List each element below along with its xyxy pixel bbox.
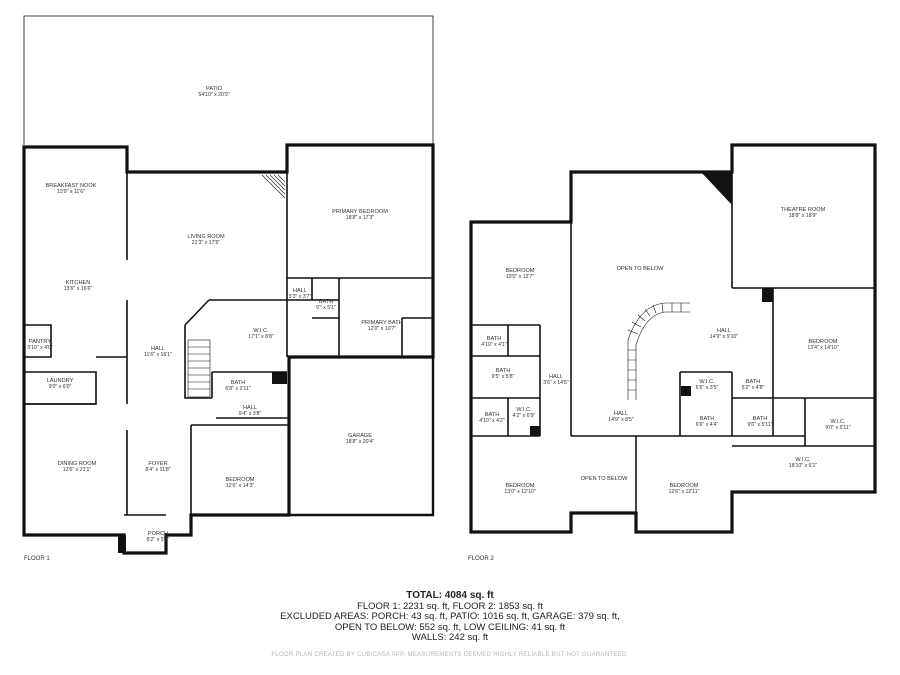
room-dims: 6'6" x 4'4" bbox=[696, 422, 719, 428]
room-dims: 13'4" x 14'10" bbox=[807, 345, 838, 351]
room-dims: 8'4" x 11'8" bbox=[145, 467, 170, 473]
room-dims: 9'5" x 5'8" bbox=[492, 374, 515, 380]
room-name: BATH bbox=[487, 336, 502, 342]
room-name: FOYER bbox=[148, 461, 167, 467]
floor-1-stairs bbox=[187, 174, 286, 398]
open-to-below-areas: OPEN TO BELOW: 552 sq. ft, LOW CEILING: … bbox=[334, 621, 566, 633]
room-name: HALL bbox=[614, 411, 628, 417]
floor-1-label: FLOOR 1 bbox=[24, 556, 50, 562]
room-dims: 13'0" x 13'7" bbox=[506, 274, 535, 280]
room-name: BATH bbox=[753, 416, 768, 422]
room-dims: 13'0" x 12'10" bbox=[504, 489, 535, 495]
floor-1-plan bbox=[22, 15, 435, 555]
room-dims: 9'0" x 6'0" bbox=[49, 384, 72, 390]
room-name: BEDROOM bbox=[226, 477, 255, 483]
room-dims: 13'6" x 16'6" bbox=[64, 286, 93, 292]
room-name: BATH bbox=[231, 380, 246, 386]
room-name: KITCHEN bbox=[66, 280, 91, 286]
room-dims: 3'3" x 3'7" bbox=[289, 294, 312, 300]
room-dims: 12'6" x 12'11" bbox=[669, 489, 700, 495]
room-dims: 4'2" x 6'9" bbox=[513, 413, 536, 419]
room-dims: 3'6" x 14'5" bbox=[543, 380, 569, 386]
floor-2-plan bbox=[469, 143, 877, 534]
room-dims: 21'3" x 17'5" bbox=[192, 240, 221, 246]
floor-1-room-labels: PATIO 54'10" x 20'9" BREAKFAST NOOK 13'9… bbox=[24, 86, 403, 562]
room-dims: 9'6" x 5'11" bbox=[747, 422, 772, 428]
room-name: OPEN TO BELOW bbox=[581, 476, 628, 482]
room-dims: 3'10" x 4'0" bbox=[27, 345, 53, 351]
room-dims: 6'6" x 3'5" bbox=[696, 385, 719, 391]
room-name: HALL bbox=[243, 405, 257, 411]
room-dims: 9'" x 5'1" bbox=[316, 305, 336, 311]
excluded-areas: EXCLUDED AREAS: PORCH: 43 sq. ft, PATIO:… bbox=[280, 611, 620, 623]
room-dims: 5'2" x 4'8" bbox=[742, 385, 765, 391]
room-name: BATH bbox=[700, 416, 715, 422]
room-name: W.I.C. bbox=[699, 379, 715, 385]
room-dims: 13'9" x 11'6" bbox=[57, 189, 85, 195]
walls-area: WALLS: 242 sq. ft bbox=[411, 632, 489, 644]
room-dims: 12'0" x 10'7" bbox=[368, 326, 397, 332]
room-name: BEDROOM bbox=[506, 483, 535, 489]
room-name: W.I.C. bbox=[253, 328, 269, 334]
room-name: PRIMARY BATH bbox=[361, 320, 402, 326]
room-name: W.I.C. bbox=[830, 419, 846, 425]
room-name: PORCH bbox=[148, 531, 168, 537]
room-name: LIVING ROOM bbox=[187, 234, 225, 240]
room-name: BATH bbox=[496, 368, 511, 374]
floor-2-label: FLOOR 2 bbox=[468, 556, 494, 562]
room-dims: 14'9" x 9'10" bbox=[710, 334, 739, 340]
room-name: DINING ROOM bbox=[58, 461, 97, 467]
room-name: PRIMARY BEDROOM bbox=[332, 209, 388, 215]
room-dims: 11'6" x 16'1" bbox=[144, 352, 172, 358]
room-name: BEDROOM bbox=[506, 268, 535, 274]
floor-2-exterior-wall bbox=[469, 143, 877, 534]
room-name: OPEN TO BELOW bbox=[617, 266, 664, 272]
room-name: BEDROOM bbox=[670, 483, 699, 489]
room-name: BEDROOM bbox=[809, 339, 838, 345]
room-dims: 18'8" x 20'4" bbox=[346, 439, 375, 445]
floor-areas: FLOOR 1: 2231 sq. ft, FLOOR 2: 1853 sq. … bbox=[357, 600, 543, 612]
room-name: W.I.C. bbox=[795, 457, 811, 463]
floor-1-interior-walls bbox=[24, 172, 433, 516]
room-dims: 12'6" x 14'3" bbox=[226, 483, 255, 489]
garage-wall bbox=[289, 355, 435, 517]
room-dims: 17'1" x 8'8" bbox=[248, 334, 274, 340]
room-dims: 9'4" x 3'8" bbox=[239, 411, 262, 417]
room-dims: 54'10" x 20'9" bbox=[198, 92, 229, 98]
room-dims: 14'9" x 8'5" bbox=[608, 417, 634, 423]
room-dims: 8'2" x 5'2" bbox=[147, 537, 170, 543]
room-dims: 18'10" x 6'1" bbox=[789, 463, 818, 469]
room-name: HALL bbox=[717, 328, 731, 334]
room-dims: 18'8" x 17'3" bbox=[346, 215, 375, 221]
room-name: HALL bbox=[151, 346, 165, 352]
room-dims: 4'10" x 4'2" bbox=[479, 418, 505, 424]
room-name: BATH bbox=[746, 379, 761, 385]
floor-2-interior-walls bbox=[471, 145, 875, 513]
room-dims: 13'6" x 21'1" bbox=[63, 467, 92, 473]
room-dims: 9'0" x 5'11" bbox=[825, 425, 850, 431]
area-summary: TOTAL: 4084 sq. ft FLOOR 1: 2231 sq. ft,… bbox=[0, 590, 900, 644]
disclaimer-footer: FLOOR PLAN CREATED BY CUBICASA APP. MEAS… bbox=[271, 652, 629, 658]
room-name: PANTRY bbox=[29, 339, 51, 345]
room-name: BREAKFAST NOOK bbox=[46, 183, 97, 189]
room-dims: 6'8" x 2'11" bbox=[225, 386, 250, 392]
room-name: LAUNDRY bbox=[47, 378, 74, 384]
total-area: TOTAL: 4084 sq. ft bbox=[406, 590, 494, 601]
room-dims: 4'10" x 4'1" bbox=[481, 342, 507, 348]
room-name: HALL bbox=[549, 374, 563, 380]
room-name: PATIO bbox=[206, 86, 223, 92]
room-name: HALL bbox=[293, 288, 307, 294]
room-name: W.I.C. bbox=[516, 407, 532, 413]
floor-1-exterior-wall bbox=[22, 143, 435, 555]
floor-2-stairs bbox=[627, 302, 690, 400]
room-name: GARAGE bbox=[348, 433, 372, 439]
floor-2-room-labels: THEATRE ROOM 18'8" x 18'9" BEDROOM 13'0"… bbox=[468, 207, 851, 562]
room-name: THEATRE ROOM bbox=[781, 207, 826, 213]
room-dims: 18'8" x 18'9" bbox=[789, 213, 818, 219]
patio-outline bbox=[23, 15, 434, 145]
room-name: BATH bbox=[319, 299, 334, 305]
room-name: BATH bbox=[485, 412, 500, 418]
